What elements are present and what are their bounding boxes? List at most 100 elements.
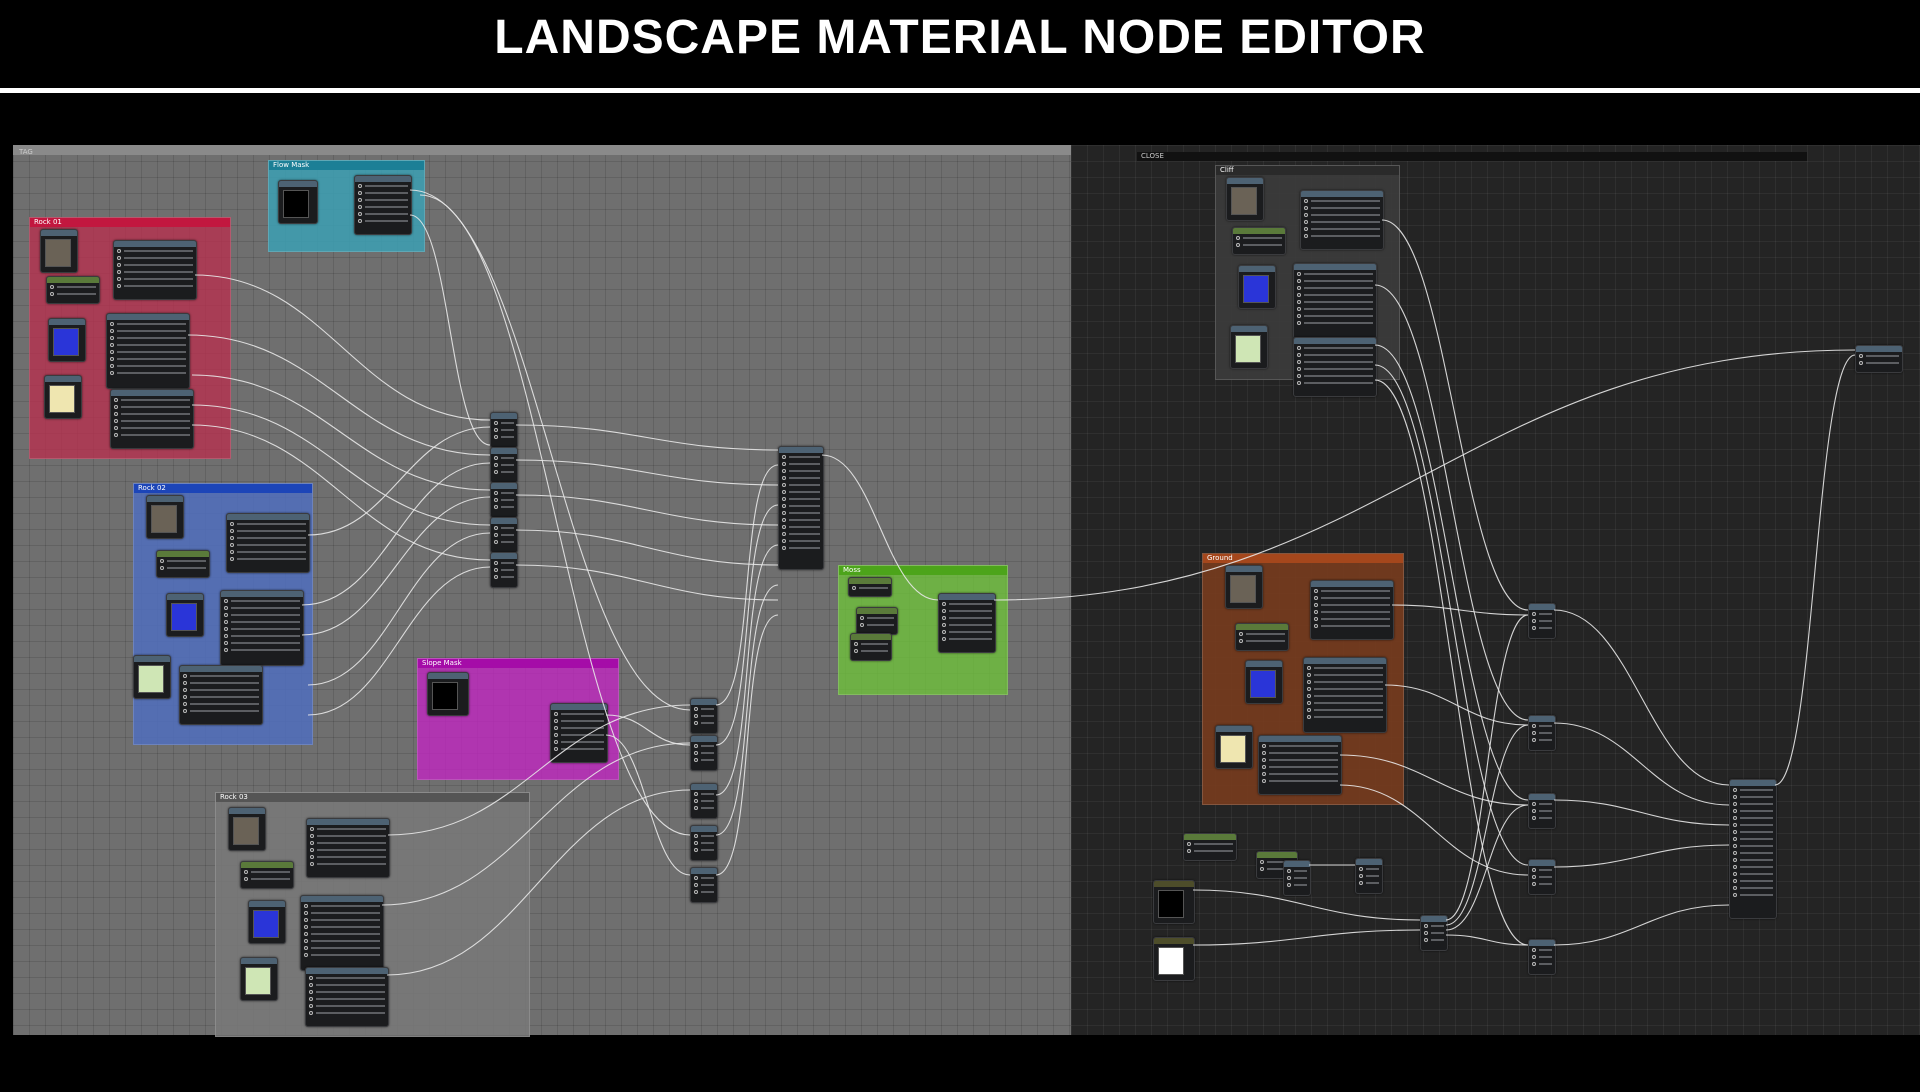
node-pin-icon[interactable] — [1532, 731, 1536, 735]
node-pin-icon[interactable] — [852, 586, 856, 590]
node-pin-icon[interactable] — [494, 491, 498, 495]
node-wire[interactable] — [515, 529, 779, 566]
node-wire[interactable] — [605, 714, 691, 746]
node-wire[interactable] — [1553, 722, 1730, 806]
node-pin-icon[interactable] — [183, 702, 187, 706]
node-wire[interactable] — [307, 532, 491, 686]
node-pin-icon[interactable] — [494, 575, 498, 579]
material-node[interactable] — [1303, 657, 1387, 733]
node-pin-icon[interactable] — [110, 357, 114, 361]
node-pin-icon[interactable] — [694, 744, 698, 748]
node-pin-icon[interactable] — [304, 925, 308, 929]
node-pin-icon[interactable] — [494, 463, 498, 467]
node-pin-icon[interactable] — [494, 561, 498, 565]
node-pin-icon[interactable] — [1239, 639, 1243, 643]
node-pin-icon[interactable] — [117, 249, 121, 253]
node-pin-icon[interactable] — [782, 455, 786, 459]
node-pin-icon[interactable] — [183, 674, 187, 678]
node-pin-icon[interactable] — [1733, 844, 1737, 848]
node-pin-icon[interactable] — [942, 616, 946, 620]
node-pin-icon[interactable] — [1304, 227, 1308, 231]
node-pin-icon[interactable] — [1424, 924, 1428, 928]
node-pin-icon[interactable] — [494, 498, 498, 502]
node-wire[interactable] — [194, 274, 491, 421]
node-pin-icon[interactable] — [694, 841, 698, 845]
texture-sample-node[interactable] — [1230, 325, 1268, 369]
texture-sample-node[interactable] — [48, 318, 86, 362]
node-pin-icon[interactable] — [1859, 361, 1863, 365]
material-node[interactable] — [550, 703, 608, 763]
node-pin-icon[interactable] — [1733, 851, 1737, 855]
node-pin-icon[interactable] — [1287, 883, 1291, 887]
node-pin-icon[interactable] — [1359, 874, 1363, 878]
node-pin-icon[interactable] — [782, 490, 786, 494]
node-pin-icon[interactable] — [224, 634, 228, 638]
node-pin-icon[interactable] — [942, 637, 946, 641]
node-pin-icon[interactable] — [304, 918, 308, 922]
node-pin-icon[interactable] — [224, 627, 228, 631]
node-pin-icon[interactable] — [494, 568, 498, 572]
node-pin-icon[interactable] — [694, 714, 698, 718]
node-pin-icon[interactable] — [1304, 213, 1308, 217]
node-pin-icon[interactable] — [117, 263, 121, 267]
node-pin-icon[interactable] — [694, 848, 698, 852]
texture-sample-node[interactable] — [133, 655, 171, 699]
node-pin-icon[interactable] — [494, 470, 498, 474]
node-pin-icon[interactable] — [110, 343, 114, 347]
node-pin-icon[interactable] — [1733, 795, 1737, 799]
node-pin-icon[interactable] — [117, 277, 121, 281]
node-wire[interactable] — [1374, 364, 1529, 866]
node-pin-icon[interactable] — [1532, 948, 1536, 952]
node-wire[interactable] — [993, 349, 1856, 601]
material-node[interactable] — [1855, 345, 1903, 373]
material-node[interactable] — [490, 482, 518, 518]
node-pin-icon[interactable] — [694, 834, 698, 838]
node-pin-icon[interactable] — [1424, 931, 1428, 935]
node-pin-icon[interactable] — [304, 932, 308, 936]
material-node[interactable] — [240, 861, 294, 889]
node-pin-icon[interactable] — [224, 599, 228, 603]
node-pin-icon[interactable] — [694, 883, 698, 887]
node-pin-icon[interactable] — [494, 526, 498, 530]
material-node[interactable] — [110, 389, 194, 449]
node-pin-icon[interactable] — [782, 518, 786, 522]
node-pin-icon[interactable] — [310, 827, 314, 831]
node-wire[interactable] — [715, 504, 779, 746]
node-pin-icon[interactable] — [358, 191, 362, 195]
node-pin-icon[interactable] — [782, 497, 786, 501]
node-pin-icon[interactable] — [1532, 738, 1536, 742]
material-node[interactable] — [1528, 859, 1556, 895]
node-pin-icon[interactable] — [1314, 603, 1318, 607]
node-pin-icon[interactable] — [1307, 673, 1311, 677]
node-pin-icon[interactable] — [358, 184, 362, 188]
node-pin-icon[interactable] — [114, 398, 118, 402]
node-pin-icon[interactable] — [1307, 687, 1311, 691]
texture-sample-node[interactable] — [1153, 937, 1195, 981]
node-pin-icon[interactable] — [1733, 802, 1737, 806]
node-pin-icon[interactable] — [224, 620, 228, 624]
node-wire[interactable] — [1391, 604, 1529, 616]
node-wire[interactable] — [1192, 929, 1421, 946]
texture-sample-node[interactable] — [1215, 725, 1253, 769]
node-pin-icon[interactable] — [494, 435, 498, 439]
material-node[interactable] — [1293, 337, 1377, 397]
node-pin-icon[interactable] — [494, 456, 498, 460]
node-pin-icon[interactable] — [782, 462, 786, 466]
node-wire[interactable] — [381, 742, 691, 906]
node-wire[interactable] — [191, 424, 491, 561]
node-pin-icon[interactable] — [782, 546, 786, 550]
node-wire[interactable] — [187, 334, 491, 456]
node-pin-icon[interactable] — [1532, 724, 1536, 728]
node-pin-icon[interactable] — [1733, 858, 1737, 862]
node-pin-icon[interactable] — [50, 292, 54, 296]
node-pin-icon[interactable] — [494, 428, 498, 432]
node-pin-icon[interactable] — [1287, 869, 1291, 873]
material-node[interactable] — [1183, 833, 1237, 861]
node-pin-icon[interactable] — [1236, 243, 1240, 247]
node-pin-icon[interactable] — [694, 792, 698, 796]
node-pin-icon[interactable] — [224, 641, 228, 645]
node-pin-icon[interactable] — [694, 806, 698, 810]
node-pin-icon[interactable] — [1262, 765, 1266, 769]
node-wire[interactable] — [1553, 904, 1730, 946]
node-pin-icon[interactable] — [309, 1011, 313, 1015]
